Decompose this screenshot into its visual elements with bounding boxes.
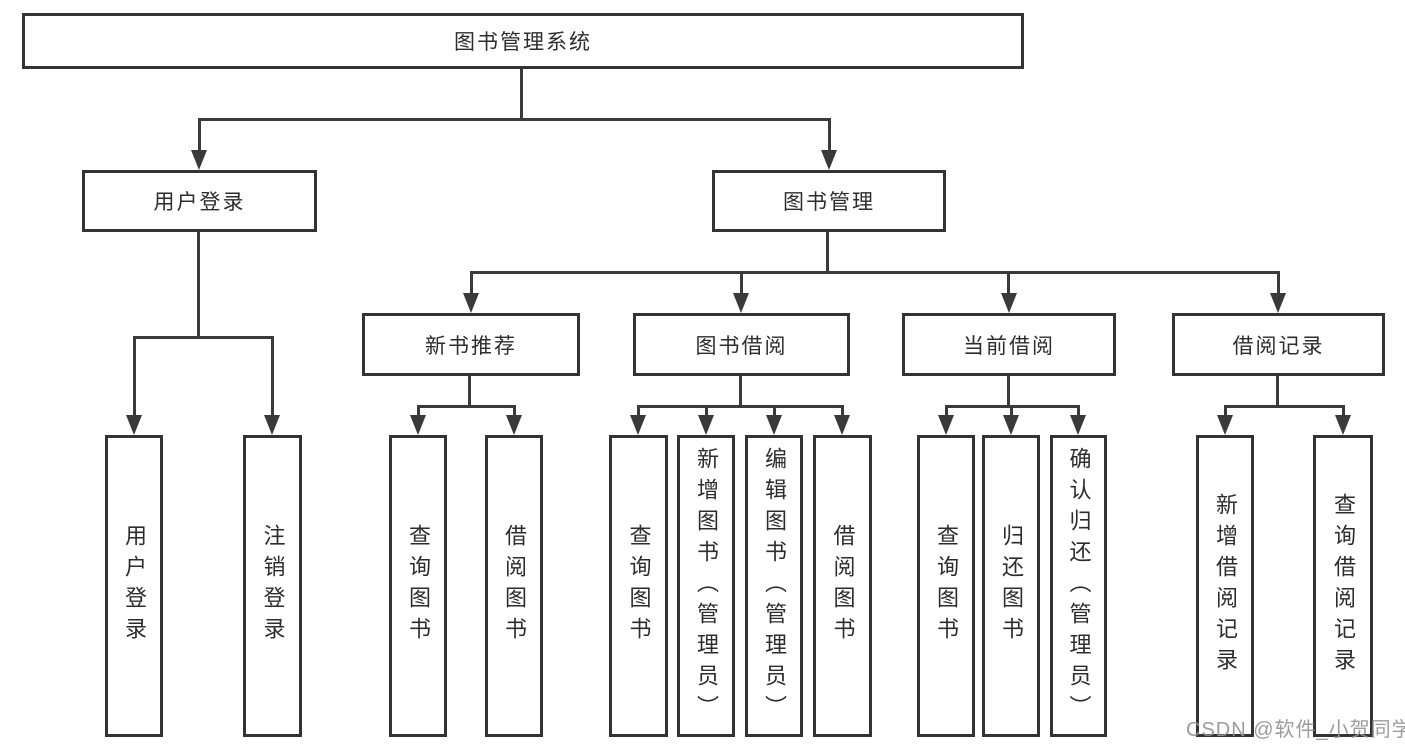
- connector-line: [468, 376, 471, 407]
- connector-line: [1276, 376, 1279, 407]
- connector-line: [637, 405, 640, 417]
- connector-line: [1224, 405, 1344, 408]
- connector-line: [1077, 405, 1080, 417]
- connector-line: [637, 405, 844, 408]
- leaf-label: 查询图书: [406, 524, 431, 648]
- arrow-down-icon: [126, 415, 142, 435]
- node-leaf-logout: 注销登录: [243, 435, 302, 737]
- connector-line: [841, 405, 844, 417]
- watermark-text: CSDN @软件_小贺同学: [1186, 719, 1405, 741]
- connector-line: [198, 118, 831, 121]
- leaf-label: 确认归还（管理员）: [1066, 446, 1092, 726]
- arrow-down-icon: [1001, 293, 1017, 313]
- arrow-down-icon: [410, 415, 426, 435]
- connector-line: [513, 405, 516, 417]
- node-leaf-br-add-record: 新增借阅记录: [1196, 435, 1254, 737]
- node-book-management: 图书管理: [712, 170, 946, 232]
- node-leaf-cb-query-books: 查询图书: [917, 435, 975, 737]
- connector-line: [828, 118, 831, 155]
- arrow-down-icon: [191, 150, 207, 170]
- arrow-down-icon: [1003, 415, 1019, 435]
- connector-line: [417, 405, 420, 417]
- connector-line: [740, 271, 743, 295]
- arrow-down-icon: [630, 415, 646, 435]
- arrow-down-icon: [463, 293, 479, 313]
- leaf-label: 借阅图书: [830, 524, 856, 648]
- node-user-login: 用户登录: [82, 170, 317, 232]
- arrow-down-icon: [698, 415, 714, 435]
- arrow-down-icon: [1270, 293, 1286, 313]
- connector-line: [1007, 271, 1010, 295]
- arrow-down-icon: [834, 415, 850, 435]
- connector-line: [133, 336, 274, 339]
- leaf-label: 查询图书: [626, 524, 652, 648]
- connector-line: [1010, 405, 1013, 417]
- leaf-label: 编辑图书（管理员）: [762, 446, 787, 726]
- connector-line: [198, 118, 201, 155]
- node-root-system: 图书管理系统: [22, 13, 1024, 69]
- connector-line: [470, 271, 473, 295]
- node-leaf-cb-return-books: 归还图书: [982, 435, 1040, 737]
- connector-line: [739, 376, 742, 407]
- node-leaf-bb-edit-books-admin: 编辑图书（管理员）: [745, 435, 803, 737]
- arrow-down-icon: [1335, 415, 1351, 435]
- leaf-label: 新增借阅记录: [1213, 493, 1238, 679]
- connector-line: [470, 271, 1279, 274]
- node-leaf-nb-borrow-books: 借阅图书: [485, 435, 543, 737]
- connector-line: [133, 336, 136, 418]
- leaf-label: 用户登录: [122, 524, 147, 648]
- arrow-down-icon: [938, 415, 954, 435]
- leaf-label: 查询图书: [934, 524, 959, 648]
- connector-line: [1007, 376, 1010, 407]
- node-leaf-cb-confirm-return-admin: 确认归还（管理员）: [1050, 435, 1107, 737]
- node-borrow-records: 借阅记录: [1172, 313, 1385, 376]
- arrow-down-icon: [506, 415, 522, 435]
- node-leaf-user-login: 用户登录: [105, 435, 163, 737]
- connector-line: [705, 405, 708, 417]
- arrow-down-icon: [1217, 415, 1233, 435]
- node-leaf-bb-query-books: 查询图书: [609, 435, 668, 737]
- arrow-down-icon: [766, 415, 782, 435]
- node-leaf-nb-query-books: 查询图书: [389, 435, 447, 737]
- connector-line: [1224, 405, 1227, 417]
- node-leaf-br-query-record: 查询借阅记录: [1313, 435, 1373, 737]
- connector-line: [520, 69, 523, 118]
- node-new-book-recommend: 新书推荐: [362, 313, 580, 376]
- connector-line: [1342, 405, 1345, 417]
- node-leaf-bb-borrow-books: 借阅图书: [813, 435, 872, 737]
- connector-line: [826, 232, 829, 273]
- leaf-label: 查询借阅记录: [1331, 493, 1356, 679]
- node-current-borrow: 当前借阅: [902, 313, 1116, 376]
- arrow-down-icon: [1070, 415, 1086, 435]
- node-book-borrow: 图书借阅: [633, 313, 850, 376]
- node-leaf-bb-add-books-admin: 新增图书（管理员）: [677, 435, 735, 737]
- connector-line: [417, 405, 516, 408]
- connector-line: [773, 405, 776, 417]
- leaf-label: 注销登录: [260, 524, 286, 648]
- leaf-label: 新增图书（管理员）: [694, 446, 719, 726]
- arrow-down-icon: [264, 415, 280, 435]
- arrow-down-icon: [733, 293, 749, 313]
- leaf-label: 归还图书: [999, 524, 1024, 648]
- connector-line: [945, 405, 948, 417]
- connector-line: [1277, 271, 1280, 295]
- connector-line: [197, 232, 200, 338]
- arrow-down-icon: [821, 150, 837, 170]
- connector-line: [271, 336, 274, 418]
- leaf-label: 借阅图书: [502, 524, 527, 648]
